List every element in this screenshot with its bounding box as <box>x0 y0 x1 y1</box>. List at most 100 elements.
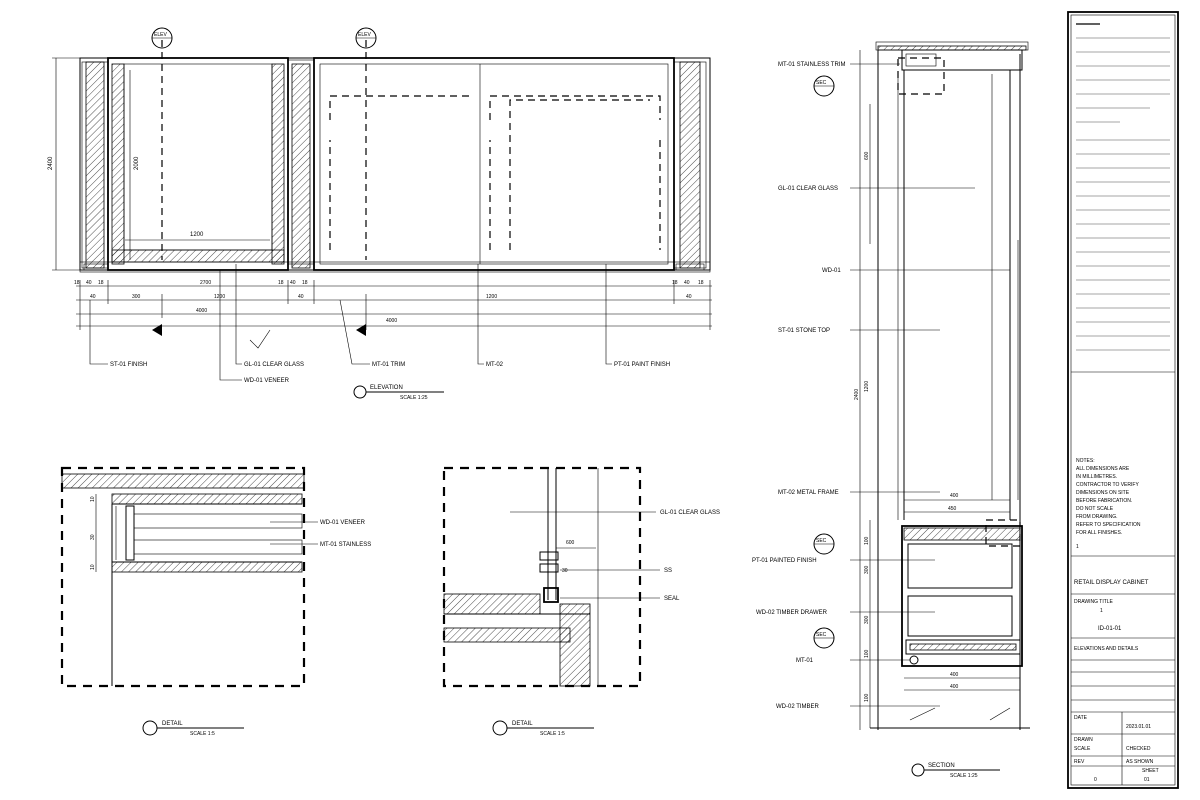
sec-callout-5: PT-01 PAINTED FINISH <box>752 558 817 564</box>
tb-note-10: 1 <box>1076 544 1079 550</box>
tb-note-4: DIMENSIONS ON SITE <box>1076 490 1130 496</box>
det1-scale: SCALE 1:5 <box>190 731 215 737</box>
elev-callout-2: WD-01 VENEER <box>244 378 290 384</box>
detail-1-drawing: 10 30 10 WD-01 VENEER MT-01 STAINLESS DE… <box>60 466 371 737</box>
section-drawing: 2400 1200 600 300 100 300 100 100 400 45… <box>752 41 1030 779</box>
tb-field-d-label: REV <box>1074 759 1085 765</box>
elev-dim-r1-4: 18 <box>278 280 284 286</box>
tb-drawing-no: ID-01-01 <box>1098 626 1122 632</box>
sec-title: SECTION <box>928 763 955 769</box>
elev-dim-r1-0: 18 <box>74 280 80 286</box>
elev-inner-height-dim: 2000 <box>134 156 140 170</box>
sec-title-block: SECTION SCALE 1:25 <box>911 763 1000 779</box>
sec-vdim-3: 300 <box>864 565 870 574</box>
elev-scale: SCALE 1:25 <box>400 395 428 401</box>
title-block: NOTES: ALL DIMENSIONS ARE IN MILLIMETRES… <box>1067 11 1179 789</box>
det1-dim-1: 30 <box>90 534 96 540</box>
elev-dim-r1-1: 40 <box>86 280 92 286</box>
det1-title: DETAIL <box>162 721 183 727</box>
elev-tag-b: ELEV <box>355 27 377 49</box>
tb-project: RETAIL DISPLAY CABINET <box>1074 580 1149 586</box>
sec-callout-1: GL-01 CLEAR GLASS <box>778 186 838 192</box>
svg-text:ELEV: ELEV <box>358 32 371 38</box>
elev-dim-r2-0: 40 <box>90 294 96 300</box>
elev-dim-r2-2: 1200 <box>214 294 225 300</box>
elev-callout-1: GL-01 CLEAR GLASS <box>244 362 304 368</box>
tb-note-6: DO NOT SCALE <box>1076 506 1114 512</box>
tb-desc: ELEVATIONS AND DETAILS <box>1074 646 1139 652</box>
elev-dim-r2-1: 300 <box>132 294 141 300</box>
elev-height-dim: 2400 <box>48 156 54 170</box>
tb-note-7: FROM DRAWING. <box>1076 514 1117 520</box>
det1-dim-0: 10 <box>90 496 96 502</box>
elev-dim-r1-6: 18 <box>302 280 308 286</box>
det2-dim-1: 30 <box>562 568 568 574</box>
elev-inner-width-dim: 1200 <box>190 232 204 238</box>
sec-callout-6: WD-02 TIMBER DRAWER <box>756 610 828 616</box>
svg-text:ELEV: ELEV <box>154 32 167 38</box>
tb-rev-value: 0 <box>1094 777 1097 783</box>
sec-hdim-1: 450 <box>948 506 957 512</box>
svg-text:SEC: SEC <box>816 80 827 86</box>
det2-callout-1: SS <box>664 568 672 574</box>
elev-dim-r1-7: 18 <box>672 280 678 286</box>
sec-hdim-2: 400 <box>950 672 959 678</box>
sec-vdim-4: 100 <box>864 536 870 545</box>
det1-callout-0: WD-01 VENEER <box>320 520 366 526</box>
elev-dim-r1-3: 2700 <box>200 280 211 286</box>
tb-note-0: NOTES: <box>1076 458 1095 464</box>
sec-hdim-3: 400 <box>950 684 959 690</box>
sec-callout-7: MT-01 <box>796 658 814 664</box>
elev-dim-r1-5: 40 <box>290 280 296 286</box>
sec-callout-4: MT-02 METAL FRAME <box>778 490 839 496</box>
det1-dim-2: 10 <box>90 564 96 570</box>
det2-callout-2: SEAL <box>664 596 680 602</box>
elev-dim-r2-4: 1200 <box>486 294 497 300</box>
sec-vdim-1: 1200 <box>864 381 870 392</box>
tb-field-b-label: DRAWN <box>1074 737 1093 743</box>
sec-callout-8: WD-02 TIMBER <box>776 704 820 710</box>
elev-dim-r1-2: 18 <box>98 280 104 286</box>
elev-dim-r3-1: 4000 <box>386 318 397 324</box>
sec-callout-2: WD-01 <box>822 268 841 274</box>
tb-note-1: ALL DIMENSIONS ARE <box>1076 466 1130 472</box>
det2-title: DETAIL <box>512 721 533 727</box>
elev-callout-4: MT-02 <box>486 362 504 368</box>
svg-text:SEC: SEC <box>816 538 827 544</box>
sec-scale: SCALE 1:25 <box>950 773 978 779</box>
tb-note-5: BEFORE FABRICATION. <box>1076 498 1132 504</box>
tb-field-a-label: DATE <box>1074 715 1088 721</box>
sec-tag-3: SEC <box>813 627 835 649</box>
elev-callout-0: ST-01 FINISH <box>110 362 147 368</box>
sec-vdim-5: 300 <box>864 615 870 624</box>
elev-tag-a: ELEV <box>151 27 173 49</box>
elev-dim-r1-9: 18 <box>698 280 704 286</box>
tb-note-3: CONTRACTOR TO VERIFY <box>1076 482 1139 488</box>
sec-callout-3: ST-01 STONE TOP <box>778 328 830 334</box>
det2-title-block: DETAIL SCALE 1:5 <box>492 720 594 737</box>
sec-tag-2: SEC <box>813 533 835 555</box>
sec-tag-1: SEC <box>813 75 835 97</box>
tb-note-8: REFER TO SPECIFICATION <box>1076 522 1141 528</box>
det1-callout-1: MT-01 STAINLESS <box>320 542 371 548</box>
elev-dim-r3-0: 4000 <box>196 308 207 314</box>
sec-vdim-6: 100 <box>864 649 870 658</box>
sec-vdim-2: 600 <box>864 151 870 160</box>
elev-callout-5: PT-01 PAINT FINISH <box>614 362 670 368</box>
tb-field-a-value: 2023.01.01 <box>1126 724 1151 730</box>
sec-vdim-7: 100 <box>864 693 870 702</box>
tb-field-c-label: SCALE <box>1074 746 1091 752</box>
tb-sheet-value: 01 <box>1144 777 1150 783</box>
det2-scale: SCALE 1:5 <box>540 731 565 737</box>
det2-callout-0: GL-01 CLEAR GLASS <box>660 510 720 516</box>
tb-note-9: FOR ALL FINISHES. <box>1076 530 1122 536</box>
tb-label1: DRAWING TITLE <box>1074 599 1114 605</box>
elevation-drawing: 2400 2000 1200 18 40 18 2700 18 40 18 18… <box>48 27 712 401</box>
elev-title-block: ELEVATION SCALE 1:25 <box>353 385 444 401</box>
sec-callout-0: MT-01 STAINLESS TRIM <box>778 62 845 68</box>
sec-hdim-0: 400 <box>950 493 959 499</box>
det2-dim-0: 600 <box>566 540 575 546</box>
sec-vdim-0: 2400 <box>854 389 860 400</box>
tb-note-2: IN MILLIMETRES. <box>1076 474 1117 480</box>
